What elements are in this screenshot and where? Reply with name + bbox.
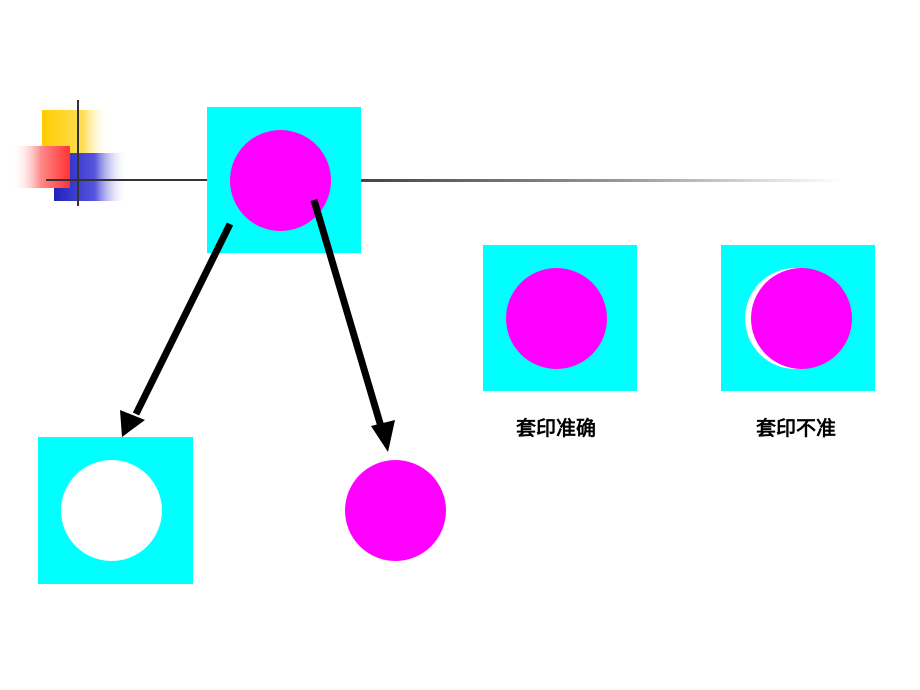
accurate-registration-square bbox=[483, 245, 637, 391]
misregistration-square bbox=[721, 245, 875, 391]
label-registration-inaccurate: 套印不准 bbox=[756, 416, 836, 440]
arrow-to-cyan-plate bbox=[120, 222, 234, 437]
misregistration-magenta-circle bbox=[751, 268, 852, 369]
knockout-white-circle bbox=[61, 460, 162, 561]
magenta-plate-circle bbox=[345, 460, 446, 561]
decor-horizontal-line bbox=[360, 179, 840, 182]
source-cyan-square bbox=[207, 107, 361, 253]
source-magenta-circle bbox=[230, 130, 331, 231]
arrow-to-magenta-plate bbox=[310, 199, 395, 452]
accurate-magenta-circle bbox=[506, 268, 607, 369]
cyan-plate-square bbox=[38, 437, 193, 584]
label-registration-accurate: 套印准确 bbox=[516, 416, 596, 440]
slide-decoration bbox=[12, 100, 840, 206]
